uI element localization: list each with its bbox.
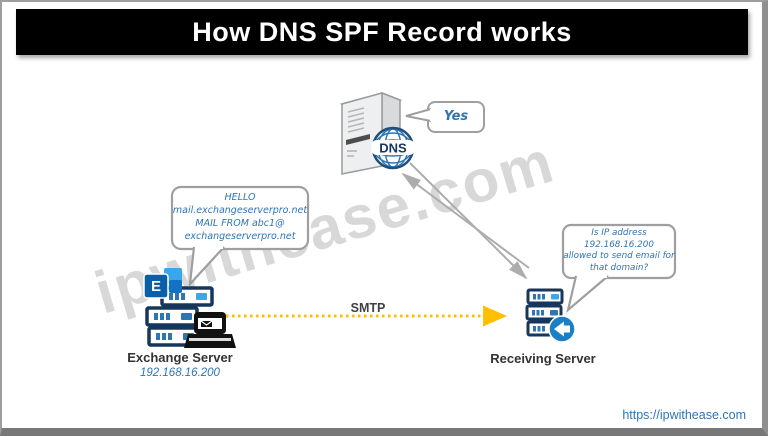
hello-line-4: exchangeserverpro.net <box>184 231 296 242</box>
yes-bubble-shape <box>405 101 485 133</box>
receiving-server-stack-icon <box>525 288 576 343</box>
mail-device-icon <box>184 312 236 348</box>
query-line-4: that domain? <box>589 262 649 273</box>
footer-link[interactable]: https://ipwithease.com <box>622 408 746 422</box>
query-bubble-text: Is IP address 192.168.16.200 allowed to … <box>563 228 675 274</box>
exchange-server-ip: 192.168.16.200 <box>140 367 220 379</box>
hello-speech-bubble: HELLO mail.exchangeserverpro.net MAIL FR… <box>166 182 346 294</box>
receiving-server-label: Receiving Server <box>490 351 596 366</box>
dns-response-arrow <box>409 162 528 280</box>
exchange-server-label: Exchange Server <box>127 350 233 365</box>
query-bubble-shape <box>561 223 677 314</box>
svg-text:E: E <box>151 278 161 295</box>
yes-speech-bubble: Yes <box>400 96 492 140</box>
query-speech-bubble: Is IP address 192.168.16.200 allowed to … <box>554 220 719 320</box>
hello-line-1: HELLO <box>224 192 256 203</box>
exchange-server-stack-icon: E <box>143 268 236 348</box>
hello-line-2: mail.exchangeserverpro.net <box>172 205 308 216</box>
dns-badge-label: DNS <box>379 141 407 156</box>
arrows-layer <box>214 162 530 327</box>
query-line-3: allowed to send email for <box>563 251 675 261</box>
dns-globe-icon: DNS <box>371 126 415 170</box>
query-line-1: Is IP address <box>591 228 647 238</box>
reply-arrow-icon <box>548 315 576 343</box>
dns-query-arrow <box>401 172 530 269</box>
query-line-2: 192.168.16.200 <box>584 239 654 250</box>
exchange-logo-icon: E <box>143 268 182 299</box>
yes-bubble-text: Yes <box>443 109 469 124</box>
hello-bubble-text: HELLO mail.exchangeserverpro.net MAIL FR… <box>172 191 308 243</box>
page-title: How DNS SPF Record works <box>192 16 572 47</box>
title-bar: How DNS SPF Record works <box>16 9 748 55</box>
hello-bubble-shape <box>170 185 310 288</box>
smtp-label: SMTP <box>350 301 386 315</box>
hello-line-3: MAIL FROM abc1@ <box>195 218 285 229</box>
